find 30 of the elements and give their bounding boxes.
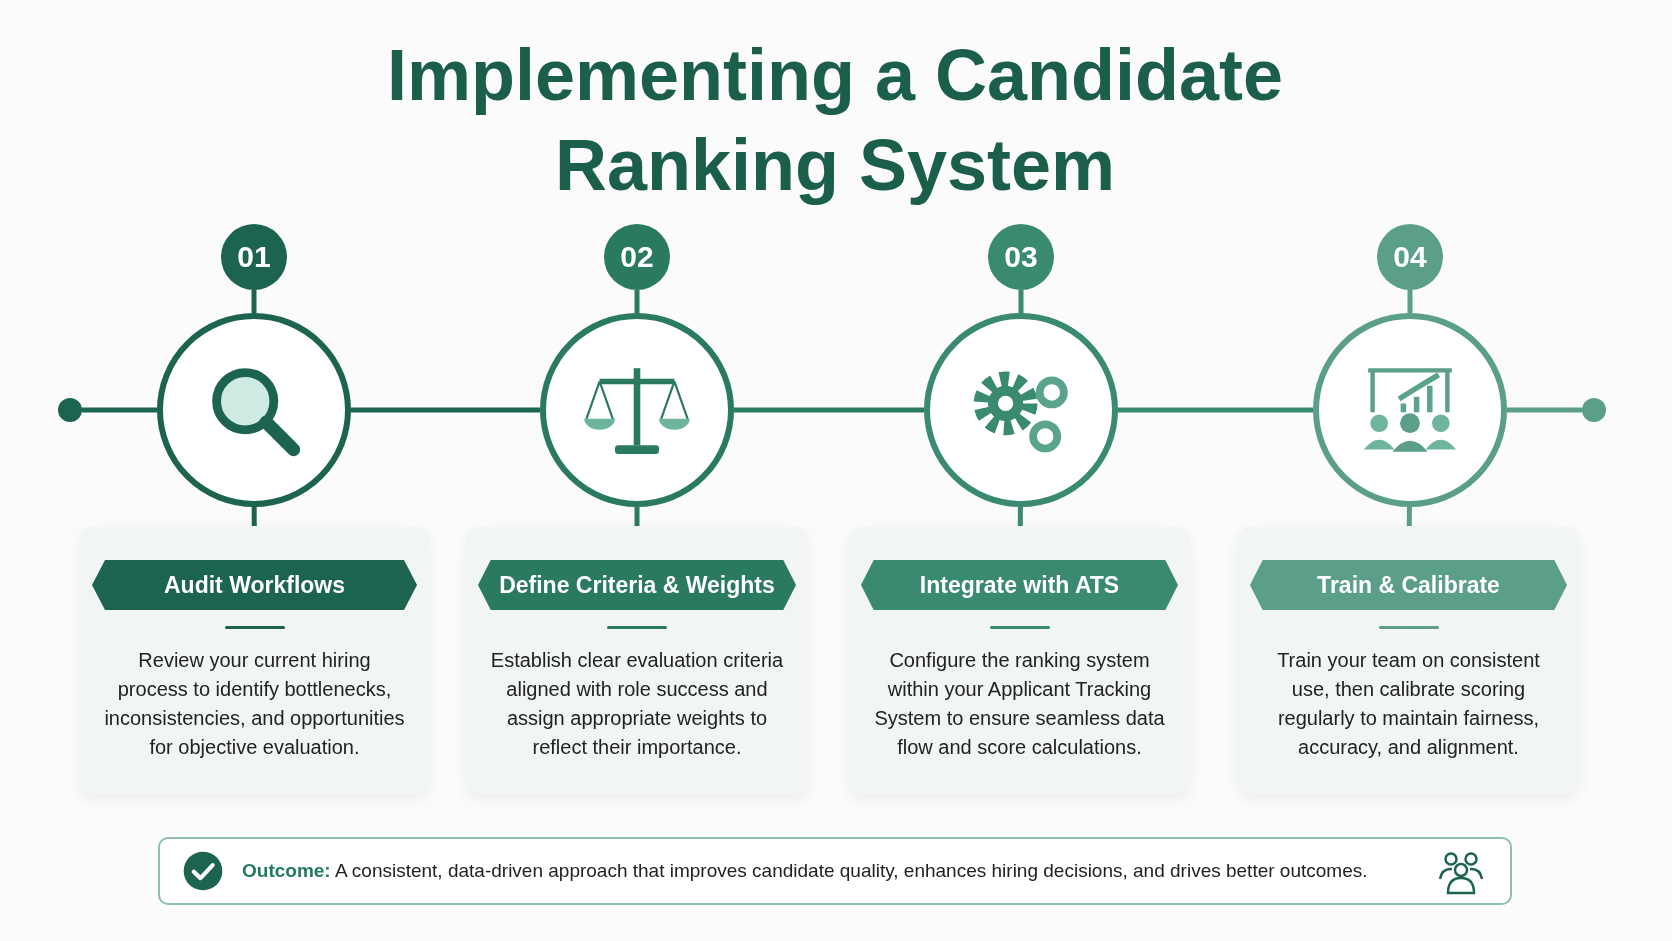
connector-line xyxy=(1406,507,1412,526)
step-number: 01 xyxy=(221,224,287,290)
outcome-text: Outcome: A consistent, data-driven approach that improves candidate quality, enhances hiring decisions, and drives better outcomes. xyxy=(242,860,1369,882)
connector-line xyxy=(1407,290,1413,313)
step-number: 02 xyxy=(604,224,670,290)
connector-line xyxy=(634,507,640,526)
endpoint-dot xyxy=(58,398,82,422)
connector-line xyxy=(1017,507,1023,526)
connector-line xyxy=(1507,407,1582,413)
outcome-banner xyxy=(158,837,1512,905)
step-heading: Define Criteria & Weights xyxy=(478,560,796,610)
connector-line xyxy=(251,290,257,313)
step-number: 04 xyxy=(1377,224,1443,290)
endpoint-dot xyxy=(1582,398,1606,422)
step-heading: Audit Workflows xyxy=(92,560,417,610)
step-heading: Integrate with ATS xyxy=(861,560,1178,610)
connector-line xyxy=(351,407,540,413)
connector-line xyxy=(634,290,640,313)
title: Implementing a Candidate Ranking System xyxy=(385,34,1285,207)
connector-line xyxy=(1118,407,1313,413)
step-description: Establish clear evaluation criteria aligned with role success and assign appropriate weights to reflect their importance. xyxy=(489,648,785,760)
connector-line xyxy=(82,407,157,413)
step-number: 03 xyxy=(988,224,1054,290)
step-description: Train your team on consistent use, then calibrate scoring regularly to maintain fairness, accuracy, and alignment. xyxy=(1276,648,1541,760)
step-heading: Train & Calibrate xyxy=(1250,560,1567,610)
connector-line xyxy=(1018,290,1024,313)
step-description: Configure the ranking system within your Applicant Tracking System to ensure seamless data flow and score calculations. xyxy=(873,648,1166,760)
connector-line xyxy=(251,507,257,526)
step-description: Review your current hiring process to identify bottlenecks, inconsistencies, and opportunities for objective evaluation. xyxy=(103,648,406,760)
connector-line xyxy=(734,407,924,413)
